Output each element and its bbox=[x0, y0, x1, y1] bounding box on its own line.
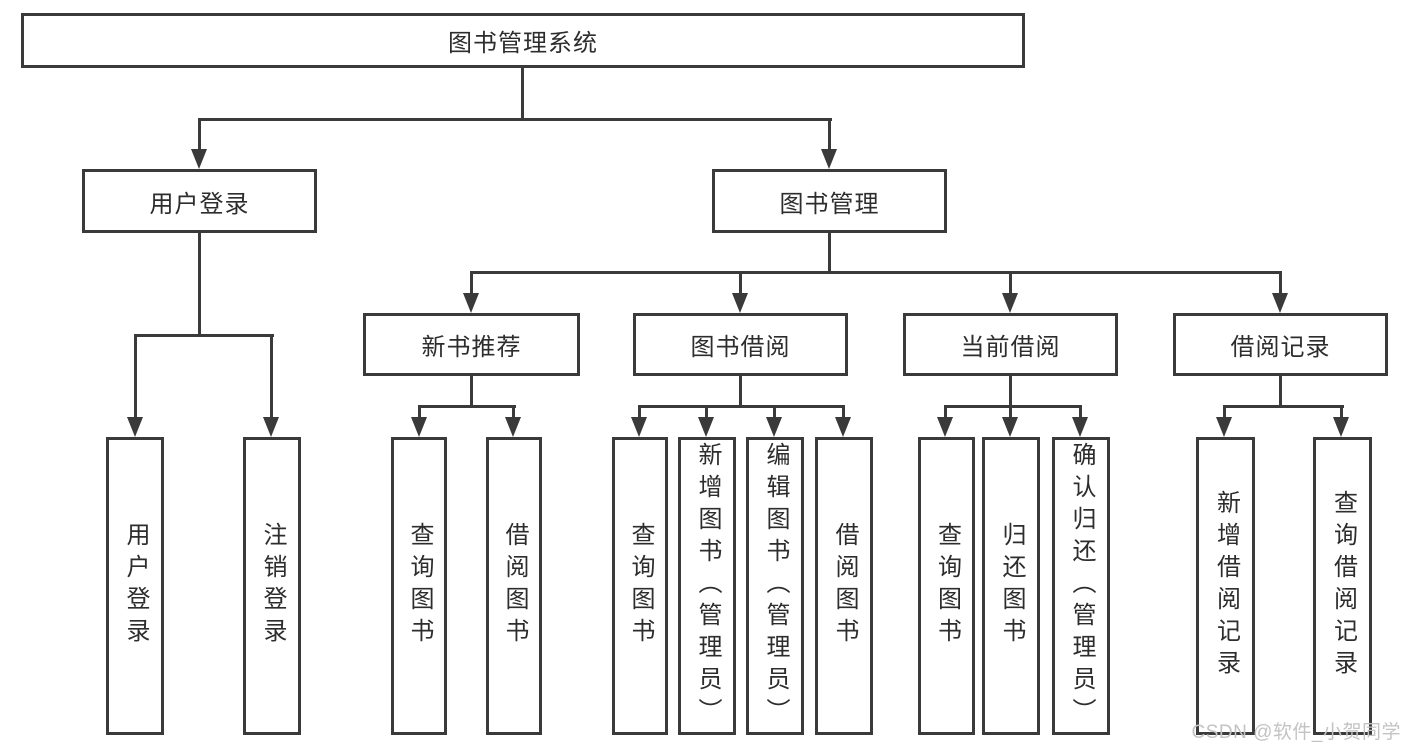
connector-line bbox=[470, 376, 473, 408]
connector-line bbox=[639, 405, 845, 408]
arrowhead-icon bbox=[835, 417, 851, 437]
connector-line bbox=[638, 405, 641, 420]
connector-line bbox=[521, 68, 524, 121]
connector-line bbox=[134, 334, 274, 337]
leaf-label: 借阅图书 bbox=[831, 522, 858, 650]
arrowhead-icon bbox=[766, 417, 782, 437]
connector-line bbox=[842, 405, 845, 420]
leaf-return-book: 归还图书 bbox=[982, 437, 1040, 735]
arrowhead-icon bbox=[1072, 417, 1088, 437]
leaf-user-login: 用户登录 bbox=[106, 437, 164, 735]
leaf-label: 新增借阅记录 bbox=[1212, 490, 1240, 682]
arrowhead-icon bbox=[463, 293, 479, 313]
leaf-add-borrow-record: 新增借阅记录 bbox=[1196, 437, 1255, 735]
arrowhead-icon bbox=[1216, 417, 1232, 437]
connector-line bbox=[1224, 405, 1344, 408]
connector-line bbox=[1009, 405, 1012, 420]
leaf-label: 查询图书 bbox=[406, 522, 433, 650]
connector-line bbox=[944, 405, 947, 420]
leaf-logout: 注销登录 bbox=[243, 437, 301, 735]
connector-line bbox=[739, 376, 742, 408]
node-library-system: 图书管理系统 bbox=[21, 13, 1025, 68]
connector-line bbox=[470, 271, 1282, 274]
leaf-confirm-return-admin: 确认归还（管理员） bbox=[1052, 437, 1110, 735]
arrowhead-icon bbox=[505, 417, 521, 437]
leaf-label: 归还图书 bbox=[998, 522, 1025, 650]
leaf-borrow-books: 借阅图书 bbox=[815, 437, 873, 735]
arrowhead-icon bbox=[821, 149, 837, 169]
arrowhead-icon bbox=[937, 417, 953, 437]
arrowhead-icon bbox=[1002, 293, 1018, 313]
connector-line bbox=[270, 334, 273, 418]
leaf-label: 借阅图书 bbox=[501, 522, 528, 650]
node-borrowing-records: 借阅记录 bbox=[1173, 313, 1388, 376]
leaf-add-book-admin: 新增图书（管理员） bbox=[678, 437, 736, 735]
csdn-watermark: CSDN @软件_小贺同学 bbox=[1191, 722, 1401, 743]
connector-line bbox=[828, 118, 831, 151]
node-book-management: 图书管理 bbox=[712, 169, 947, 233]
arrowhead-icon bbox=[191, 149, 207, 169]
node-new-book-recommend: 新书推荐 bbox=[363, 313, 580, 376]
node-book-borrowing: 图书借阅 bbox=[633, 313, 848, 376]
connector-line bbox=[1223, 405, 1226, 420]
connector-line bbox=[1009, 376, 1012, 408]
leaf-label: 查询图书 bbox=[933, 522, 961, 650]
leaf-query-books-borrow: 查询图书 bbox=[612, 437, 668, 735]
connector-line bbox=[773, 405, 776, 420]
connector-line bbox=[512, 405, 515, 420]
node-current-borrowing: 当前借阅 bbox=[903, 313, 1118, 376]
leaf-label: 注销登录 bbox=[259, 522, 286, 650]
connector-line bbox=[418, 405, 421, 420]
leaf-label: 编辑图书（管理员） bbox=[762, 442, 789, 730]
leaf-label: 新增图书（管理员） bbox=[694, 442, 721, 730]
connector-line bbox=[134, 334, 137, 418]
connector-line bbox=[1009, 271, 1012, 296]
connector-line bbox=[739, 271, 742, 296]
node-user-login: 用户登录 bbox=[82, 169, 317, 233]
connector-line bbox=[198, 233, 201, 337]
arrowhead-icon bbox=[411, 417, 427, 437]
arrowhead-icon bbox=[127, 417, 143, 437]
connector-line bbox=[828, 233, 831, 274]
connector-line bbox=[1340, 405, 1343, 420]
leaf-label: 查询借阅记录 bbox=[1329, 490, 1357, 682]
arrowhead-icon bbox=[1333, 417, 1349, 437]
leaf-label: 确认归还（管理员） bbox=[1068, 442, 1095, 730]
leaf-label: 用户登录 bbox=[122, 522, 149, 650]
leaf-edit-book-admin: 编辑图书（管理员） bbox=[746, 437, 804, 735]
leaf-borrow-books-recommend: 借阅图书 bbox=[486, 437, 542, 735]
leaf-query-books-current: 查询图书 bbox=[918, 437, 975, 735]
arrowhead-icon bbox=[1002, 417, 1018, 437]
connector-line bbox=[198, 118, 201, 151]
leaf-query-books-recommend: 查询图书 bbox=[391, 437, 447, 735]
leaf-query-borrow-record: 查询借阅记录 bbox=[1313, 437, 1372, 735]
connector-line bbox=[1279, 376, 1282, 408]
connector-line bbox=[198, 118, 832, 121]
connector-line bbox=[470, 271, 473, 296]
connector-line bbox=[1279, 271, 1282, 296]
leaf-label: 查询图书 bbox=[627, 522, 654, 650]
arrowhead-icon bbox=[263, 417, 279, 437]
connector-line bbox=[1079, 405, 1082, 420]
arrowhead-icon bbox=[631, 417, 647, 437]
connector-line bbox=[945, 405, 1082, 408]
connector-line bbox=[418, 405, 516, 408]
connector-line bbox=[705, 405, 708, 420]
arrowhead-icon bbox=[698, 417, 714, 437]
arrowhead-icon bbox=[1272, 293, 1288, 313]
arrowhead-icon bbox=[732, 293, 748, 313]
